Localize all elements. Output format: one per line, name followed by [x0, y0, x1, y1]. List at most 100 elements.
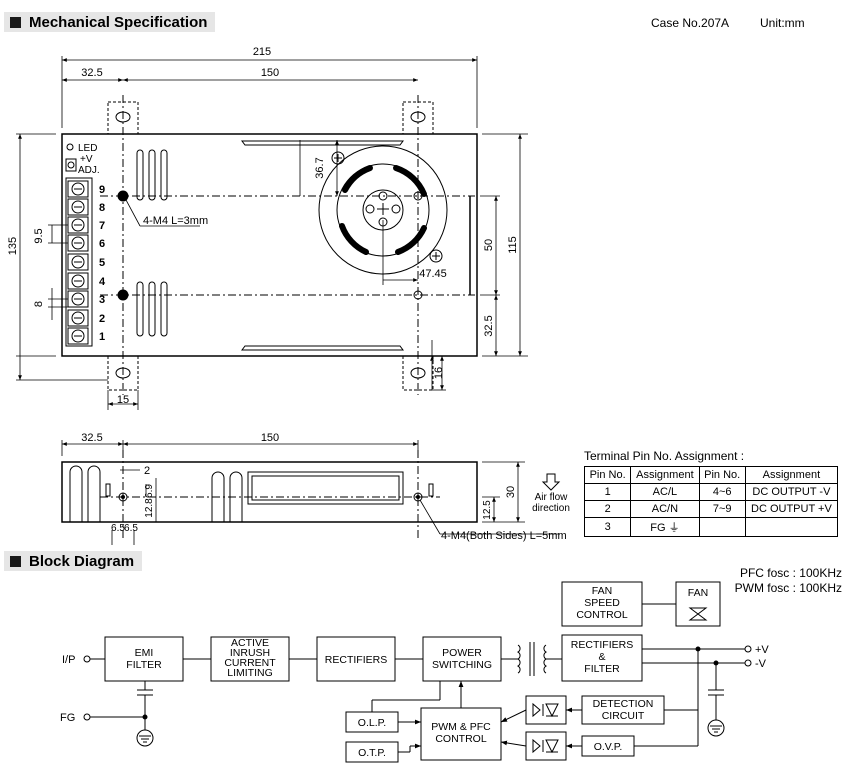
- rectifiers-label: RECTIFIERS: [325, 654, 387, 666]
- dim-8: 8: [33, 301, 45, 307]
- dim-32-5-right: 32.5: [483, 315, 495, 336]
- block-diagram: [83, 581, 752, 763]
- emi-label: FILTER: [126, 659, 162, 671]
- terminal-block: [67, 180, 89, 345]
- detect-label: CIRCUIT: [602, 710, 645, 722]
- top-view-dimensions: [16, 56, 528, 410]
- power-label: SWITCHING: [432, 659, 492, 671]
- square-bullet-icon: [10, 16, 21, 28]
- fan-ctrl-label: FAN: [592, 585, 612, 597]
- olp-label: O.L.P.: [358, 717, 386, 729]
- inrush-label: CURRENT: [224, 657, 276, 669]
- cell: DC OUTPUT +V: [744, 500, 839, 518]
- top-view-drawing: [61, 95, 478, 395]
- terminal-num: 8: [99, 202, 105, 214]
- ovp-label: O.V.P.: [594, 741, 623, 753]
- rect-filter-label: RECTIFIERS: [571, 639, 633, 651]
- cell: AC/N: [630, 500, 700, 518]
- block-diagram-title: Block Diagram: [29, 552, 135, 570]
- dim-16: 16: [433, 367, 445, 379]
- terminal-num: 7: [99, 220, 105, 232]
- fosc-notes: PFC fosc : 100KHz PWM fosc : 100KHz: [700, 566, 842, 596]
- table-row: 2 AC/N 7~9 DC OUTPUT +V: [583, 500, 839, 518]
- dim-135: 135: [7, 237, 19, 255]
- col-pin-no-2: Pin No.: [698, 466, 746, 484]
- terminal-num: 4: [99, 276, 106, 288]
- emi-label: EMI: [135, 647, 154, 659]
- table-row: 3 FG ⏚: [583, 517, 839, 537]
- dim-36-7: 36.7: [314, 157, 326, 178]
- side-view-drawing: [61, 450, 478, 538]
- pin-table-caption: Terminal Pin No. Assignment :: [584, 449, 745, 463]
- vadj-label: +V: [80, 154, 93, 165]
- side-dim-12-8: 12.8: [144, 498, 155, 518]
- inrush-label: LIMITING: [227, 667, 273, 679]
- ip-label: I/P: [62, 654, 75, 666]
- optocoupler-bottom: [525, 731, 567, 761]
- pwm-fosc: PWM fosc : 100KHz: [734, 581, 842, 595]
- block-diagram-header: Block Diagram: [4, 551, 143, 571]
- cell: AC/L: [630, 483, 700, 501]
- dim-32-5: 32.5: [81, 67, 102, 79]
- cell: 3: [583, 517, 632, 537]
- dim-47-45: 47.45: [419, 268, 447, 280]
- detect-label: DETECTION: [593, 698, 654, 710]
- rectifiers-filter-block: [561, 634, 643, 682]
- terminal-num: 6: [99, 238, 105, 250]
- optocoupler-top: [525, 695, 567, 725]
- vminus-label: -V: [755, 658, 767, 670]
- side-dim-30: 30: [505, 486, 517, 498]
- dim-15: 15: [117, 394, 129, 406]
- side-dim-32-5: 32.5: [81, 432, 102, 444]
- fan-ctrl-label: CONTROL: [576, 609, 627, 621]
- cell: FG ⏚: [630, 517, 700, 537]
- screw-side-label: 4-M4(Both Sides) L=5mm: [441, 530, 567, 542]
- airflow-arrow-icon: [541, 473, 561, 491]
- side-dim-6-5a: 6.5: [111, 523, 125, 534]
- side-dim-150: 150: [261, 432, 279, 444]
- cell: [698, 517, 746, 537]
- cell: [744, 517, 839, 537]
- rect-filter-label: &: [598, 651, 605, 663]
- fan-ctrl-label: SPEED: [584, 597, 620, 609]
- fg-label: FG: [60, 712, 75, 724]
- led-label: LED: [78, 143, 97, 154]
- rect-filter-label: FILTER: [584, 663, 620, 675]
- screw-top-label: 4-M4 L=3mm: [143, 215, 208, 227]
- inrush-label: ACTIVE: [231, 637, 269, 649]
- terminal-num: 2: [99, 313, 105, 325]
- otp-label: O.T.P.: [358, 747, 386, 759]
- power-label: POWER: [442, 647, 482, 659]
- pin-assignment-table: Pin No. Assignment Pin No. Assignment 1 …: [583, 466, 839, 537]
- square-bullet-icon: [10, 555, 21, 567]
- terminal-num: 9: [99, 184, 105, 196]
- side-dim-6-9: 6.9: [144, 484, 155, 498]
- unit-label: Unit:mm: [760, 16, 805, 30]
- mechanical-spec-header: Mechanical Specification: [4, 12, 216, 32]
- vplus-label: +V: [755, 644, 769, 656]
- case-number: Case No.207A: [651, 16, 730, 30]
- pwm-label: PWM & PFC: [431, 721, 491, 733]
- dim-215: 215: [253, 46, 271, 58]
- vadj-label: ADJ.: [78, 165, 100, 176]
- pwm-label: CONTROL: [435, 733, 486, 745]
- side-dim-2: 2: [144, 465, 150, 477]
- airflow-label: Air flow: [535, 492, 569, 503]
- dim-9-5: 9.5: [33, 228, 45, 243]
- dim-50: 50: [483, 239, 495, 251]
- airflow-label: direction: [532, 503, 570, 514]
- fan-label: FAN: [688, 587, 708, 599]
- pfc-fosc: PFC fosc : 100KHz: [739, 566, 842, 580]
- side-view-dimensions: [61, 440, 560, 545]
- table-row: 1 AC/L 4~6 DC OUTPUT -V: [583, 483, 839, 501]
- dim-115: 115: [507, 236, 519, 254]
- terminal-num: 5: [99, 257, 105, 269]
- dim-150: 150: [261, 67, 279, 79]
- side-dim-6-5b: 6.5: [124, 523, 138, 534]
- terminal-num: 1: [99, 331, 105, 343]
- terminal-num: 3: [99, 294, 105, 306]
- mechanical-spec-title: Mechanical Specification: [29, 13, 208, 31]
- inrush-label: INRUSH: [230, 647, 270, 659]
- side-dim-12-5: 12.5: [482, 500, 493, 520]
